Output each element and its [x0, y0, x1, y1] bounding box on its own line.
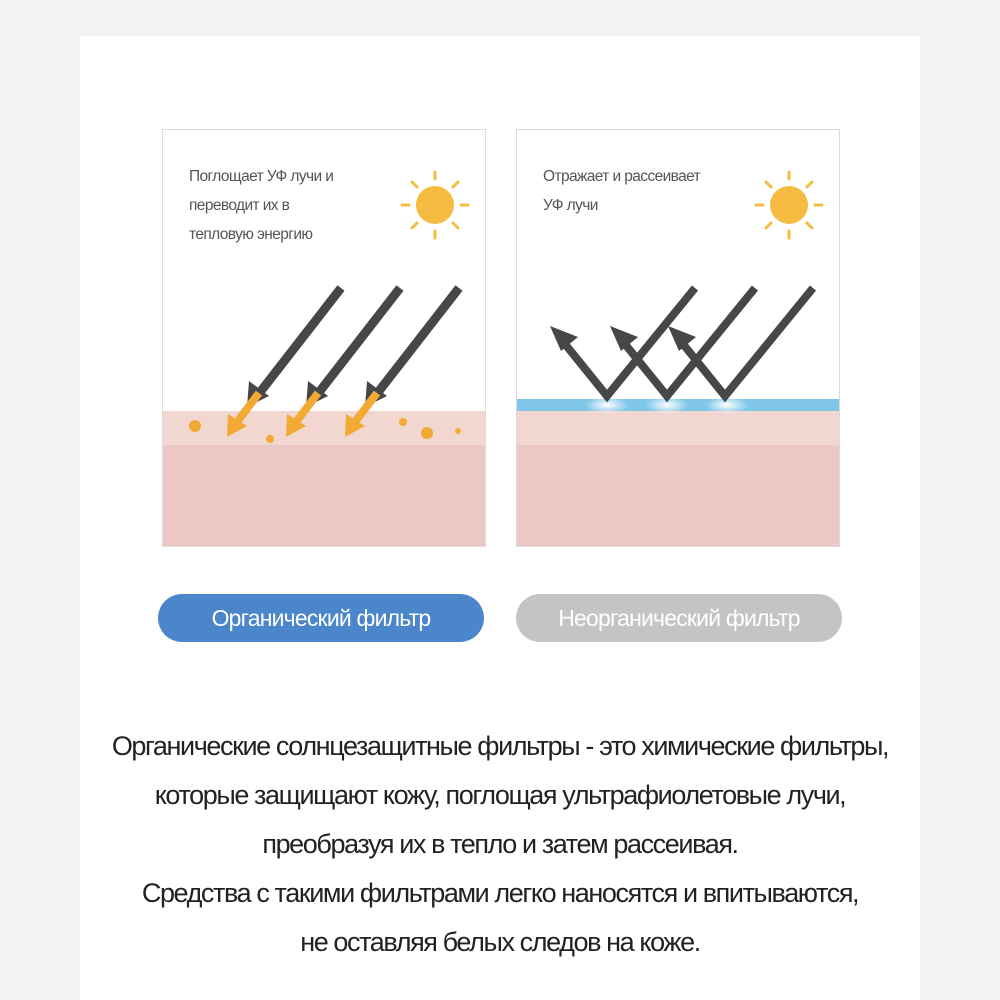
skin-upper-layer	[163, 411, 485, 445]
inorganic-filter-illustration: Отражает и рассеивает УФ лучи	[516, 129, 840, 547]
description-line: которые защищают кожу, поглощая ультрафи…	[0, 771, 1000, 820]
description-line: Органические солнцезащитные фильтры - эт…	[0, 722, 1000, 771]
uv-ray-arrow	[247, 288, 459, 407]
description-line: Средства с такими фильтрами легко нанося…	[0, 869, 1000, 918]
sun-icon	[402, 172, 468, 238]
skin-lower-layer	[517, 445, 839, 546]
skin-upper-layer	[517, 411, 839, 445]
description-line: преобразуя их в тепло и затем рассеивая.	[0, 820, 1000, 869]
organic-filter-button[interactable]: Органический фильтр	[158, 594, 484, 642]
organic-panel-caption: Поглощает УФ лучи и переводит их в тепло…	[189, 162, 333, 249]
description-text: Органические солнцезащитные фильтры - эт…	[0, 722, 1000, 967]
description-line: не оставляя белых следов на коже.	[0, 918, 1000, 967]
organic-filter-illustration: Поглощает УФ лучи и переводит их в тепло…	[162, 129, 486, 547]
inorganic-panel-caption: Отражает и рассеивает УФ лучи	[543, 162, 700, 220]
sun-icon	[756, 172, 822, 238]
inorganic-filter-button[interactable]: Неорганический фильтр	[516, 594, 842, 642]
skin-lower-layer	[163, 445, 485, 546]
